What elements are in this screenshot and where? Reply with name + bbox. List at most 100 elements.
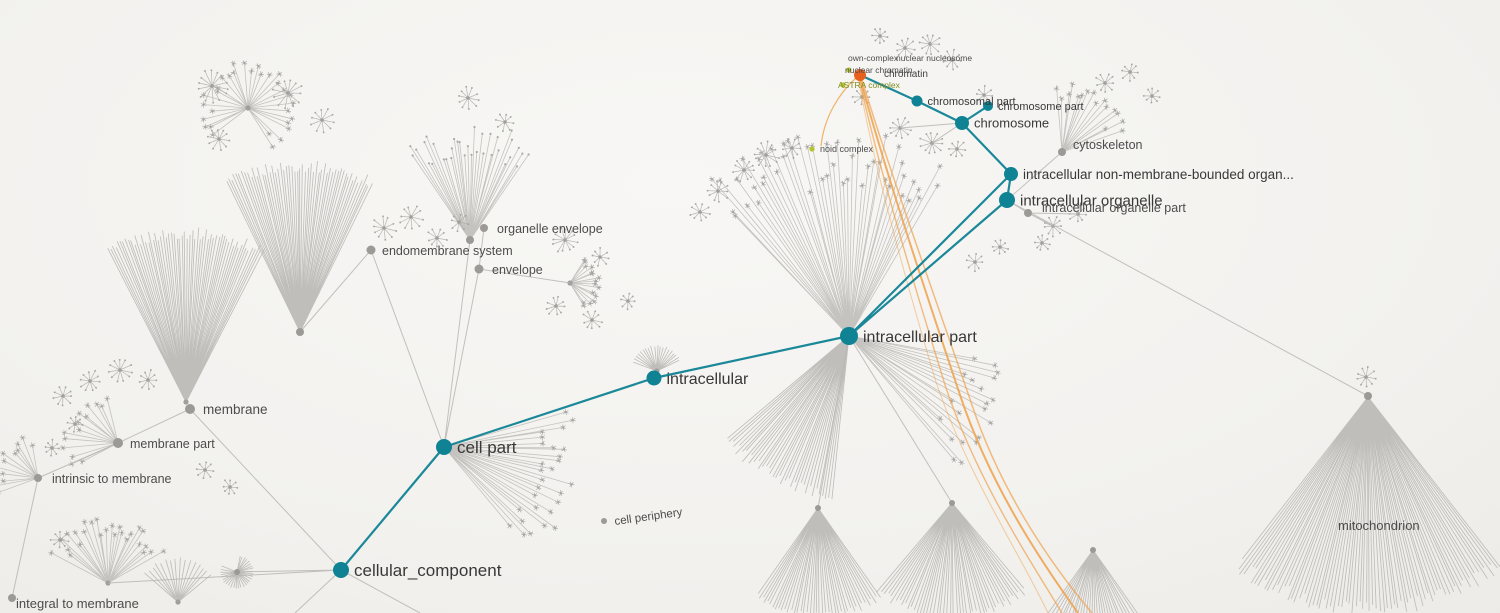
selected-path-edges bbox=[340, 73, 1013, 571]
term-label: noid complex bbox=[820, 144, 874, 154]
rosette-cluster bbox=[52, 386, 73, 407]
graph-node-label-intracellular-part[interactable]: intracellular part bbox=[863, 329, 977, 346]
gray-edge-layer bbox=[11, 122, 1369, 613]
cluster-fan bbox=[633, 345, 680, 374]
graph-node-label-chromosome[interactable]: chromosome bbox=[974, 116, 1049, 131]
graph-node-gray[interactable] bbox=[113, 438, 123, 448]
graph-node-gray[interactable] bbox=[601, 518, 607, 524]
rosette-cluster bbox=[591, 246, 610, 267]
term-label: organelle envelope bbox=[497, 222, 603, 236]
rosette-cluster bbox=[310, 108, 335, 134]
graph-node-chromatin-node[interactable] bbox=[854, 69, 866, 81]
rosette-cluster bbox=[1356, 366, 1377, 388]
graph-node-gray[interactable] bbox=[1058, 148, 1066, 156]
term-label: membrane bbox=[203, 402, 268, 417]
graph-node-intracellular-non-membrane-bounded-organelle[interactable] bbox=[1004, 167, 1018, 181]
cluster-fan bbox=[757, 505, 881, 613]
graph-node-label-intracellular-non-membrane-bounded-organelle[interactable]: intracellular non-membrane-bounded organ… bbox=[1023, 167, 1294, 182]
graph-node-gray[interactable] bbox=[466, 236, 474, 244]
term-label: intracellular organelle part bbox=[1042, 201, 1186, 215]
graph-node-gray[interactable] bbox=[234, 569, 240, 575]
rosette-cluster bbox=[450, 213, 470, 233]
graph-node-intracellular-part[interactable] bbox=[840, 327, 858, 345]
search-highlight-dot bbox=[809, 146, 815, 152]
graph-node-label-chromosome-part[interactable]: chromosome part bbox=[998, 101, 1084, 113]
graph-node-gray[interactable] bbox=[1024, 209, 1032, 217]
graph-node-chromosome-part[interactable] bbox=[983, 101, 993, 111]
term-label: nuclear nucleosome bbox=[896, 53, 972, 63]
rosette-cluster bbox=[427, 228, 448, 248]
rosette-cluster bbox=[1142, 87, 1161, 104]
rosette-cluster bbox=[918, 34, 941, 56]
term-label: cytoskeleton bbox=[1073, 138, 1143, 152]
graph-node-label-cellular-component[interactable]: cellular_component bbox=[354, 561, 502, 580]
graph-node-cellular-component[interactable] bbox=[333, 562, 349, 578]
term-label: chromatin bbox=[884, 69, 928, 80]
rosette-cluster bbox=[206, 129, 231, 152]
rosette-cluster bbox=[222, 479, 239, 495]
rosette-cluster bbox=[919, 132, 944, 155]
rosette-cluster bbox=[732, 158, 755, 183]
graph-node-intracellular-organelle[interactable] bbox=[999, 192, 1015, 208]
graph-node-gray[interactable] bbox=[366, 245, 376, 255]
graph-node-label-intracellular[interactable]: intracellular bbox=[667, 371, 749, 388]
graph-node-gray[interactable] bbox=[34, 474, 42, 482]
rosette-cluster bbox=[582, 310, 604, 330]
cluster-fan bbox=[1238, 394, 1500, 613]
rosette-cluster bbox=[79, 369, 101, 392]
gray-edges bbox=[11, 122, 1369, 613]
graph-node-gray[interactable] bbox=[8, 594, 16, 602]
rosette-cluster bbox=[107, 358, 133, 383]
graph-node-cell-part[interactable] bbox=[436, 439, 452, 455]
rosette-cluster bbox=[195, 461, 215, 480]
rosette-cluster bbox=[49, 530, 70, 549]
rosette-cluster bbox=[965, 252, 984, 273]
cluster-fan bbox=[1047, 547, 1138, 613]
graph-node-label-chromosomal-part[interactable]: chromosomal part bbox=[928, 96, 1016, 108]
graph-node-label-intracellular-organelle[interactable]: intracellular organelle bbox=[1020, 192, 1163, 209]
graph-node-gray[interactable] bbox=[949, 500, 955, 506]
rosette-cluster bbox=[1034, 234, 1051, 251]
orange-flow-edge bbox=[858, 77, 1063, 613]
graph-node-gray[interactable] bbox=[815, 505, 821, 511]
highlight-dot-layer bbox=[809, 67, 852, 152]
term-label: intrinsic to membrane bbox=[52, 472, 172, 486]
graph-node-gray[interactable] bbox=[296, 328, 304, 336]
rosette-cluster bbox=[551, 227, 579, 253]
graph-node-gray[interactable] bbox=[185, 404, 195, 414]
rosette-cluster bbox=[942, 48, 962, 71]
graph-node-chromosome[interactable] bbox=[955, 116, 969, 130]
graph-node-gray[interactable] bbox=[480, 224, 488, 232]
cluster-fan bbox=[567, 256, 602, 309]
rosette-cluster bbox=[66, 416, 84, 433]
cluster-fan bbox=[48, 516, 167, 586]
rosette-layer bbox=[44, 28, 1377, 549]
graph-node-gray[interactable] bbox=[474, 264, 484, 274]
rosette-cluster bbox=[373, 215, 398, 241]
rosette-cluster bbox=[781, 138, 802, 159]
rosette-cluster bbox=[753, 140, 781, 168]
rosette-cluster bbox=[271, 79, 303, 110]
term-label: integral to membrane bbox=[16, 596, 139, 611]
rosette-cluster bbox=[138, 369, 158, 391]
orange-flow-edges bbox=[820, 75, 1093, 613]
graph-node-label-cell-part[interactable]: cell part bbox=[457, 438, 517, 457]
cluster-fan bbox=[0, 435, 41, 495]
graph-node-gray[interactable] bbox=[1090, 547, 1096, 553]
search-highlight-dot bbox=[840, 82, 846, 88]
graph-node-chromosomal-part[interactable] bbox=[911, 95, 923, 107]
selected-path-nodes bbox=[333, 69, 1018, 578]
graph-node-intracellular[interactable] bbox=[646, 370, 662, 386]
graph-node-gray[interactable] bbox=[1364, 392, 1372, 400]
orange-flow-edge bbox=[861, 79, 1093, 613]
term-label: mitochondrion bbox=[1338, 518, 1420, 533]
cluster-fan bbox=[59, 395, 121, 467]
search-highlight-dot bbox=[846, 67, 852, 73]
rosette-cluster bbox=[399, 205, 424, 230]
rosette-cluster bbox=[545, 295, 566, 316]
rosette-cluster bbox=[889, 117, 912, 139]
cluster-fan bbox=[226, 160, 373, 335]
rosette-cluster bbox=[1095, 73, 1115, 93]
